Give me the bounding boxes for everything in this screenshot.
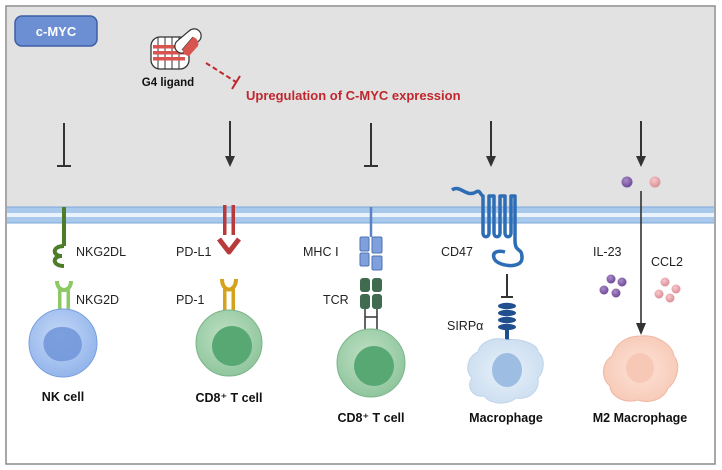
top-panel bbox=[7, 7, 714, 209]
pd-1-receptor bbox=[220, 278, 238, 310]
ccl2-molecules bbox=[654, 277, 681, 303]
il23-cytokine-dot bbox=[621, 176, 633, 188]
ccl2-label: CCL2 bbox=[651, 255, 683, 269]
cell-membrane bbox=[7, 206, 714, 224]
c-myc-badge-label: c-MYC bbox=[36, 24, 77, 39]
nkg2d-receptor bbox=[55, 280, 73, 313]
mhc-i-label: MHC Ⅰ bbox=[303, 245, 339, 259]
headline-upregulation: Upregulation of C-MYC expression bbox=[246, 88, 461, 103]
il-23-label: IL-23 bbox=[593, 245, 622, 259]
cd8-t-cell-1 bbox=[195, 309, 263, 377]
c-myc-badge: c-MYC bbox=[14, 15, 98, 47]
g4-ligand-icon bbox=[150, 28, 202, 70]
cd8-t-cell-1-label: CD8⁺ T cell bbox=[195, 391, 262, 405]
tcr-receptor bbox=[360, 278, 382, 330]
cd47-sirpa-inhibit bbox=[501, 274, 513, 298]
pd-1-label: PD-1 bbox=[176, 293, 205, 307]
nk-cell-label: NK cell bbox=[42, 390, 84, 404]
cd8-t-cell-2 bbox=[336, 328, 406, 398]
col5-activate-arrow bbox=[636, 121, 646, 167]
g4-ligand-label: G4 ligand bbox=[142, 77, 194, 89]
col4-activate-arrow bbox=[486, 121, 496, 167]
macrophage-cell bbox=[467, 338, 544, 404]
m2-macrophage-cell bbox=[603, 335, 679, 402]
il-23-molecules bbox=[599, 274, 627, 298]
cd47-label: CD47 bbox=[441, 245, 473, 259]
ccl2-cytokine-dot bbox=[649, 176, 661, 188]
cd8-t-cell-2-label: CD8⁺ T cell bbox=[337, 411, 404, 425]
nkg2dl-ligand bbox=[52, 207, 66, 268]
col1-inhibit-arrow bbox=[57, 123, 71, 167]
nkg2dl-label: NKG2DL bbox=[76, 245, 126, 259]
nkg2d-label: NKG2D bbox=[76, 293, 119, 307]
sirpa-label: SIRPα bbox=[447, 319, 483, 333]
pd-l1-ligand bbox=[217, 205, 241, 255]
mhc-i-ligand bbox=[359, 207, 383, 271]
pd-l1-label: PD-L1 bbox=[176, 245, 211, 259]
col3-inhibit-arrow bbox=[364, 123, 378, 167]
g4-inhibition-arrow bbox=[205, 62, 241, 90]
nk-cell bbox=[28, 308, 98, 378]
col2-activate-arrow bbox=[225, 121, 235, 167]
cd47-ligand bbox=[450, 186, 524, 268]
m2-secretion-arrow bbox=[636, 191, 646, 335]
tcr-label: TCR bbox=[323, 293, 349, 307]
m2-macrophage-label: M2 Macrophage bbox=[593, 411, 688, 425]
macrophage-label: Macrophage bbox=[469, 411, 543, 425]
